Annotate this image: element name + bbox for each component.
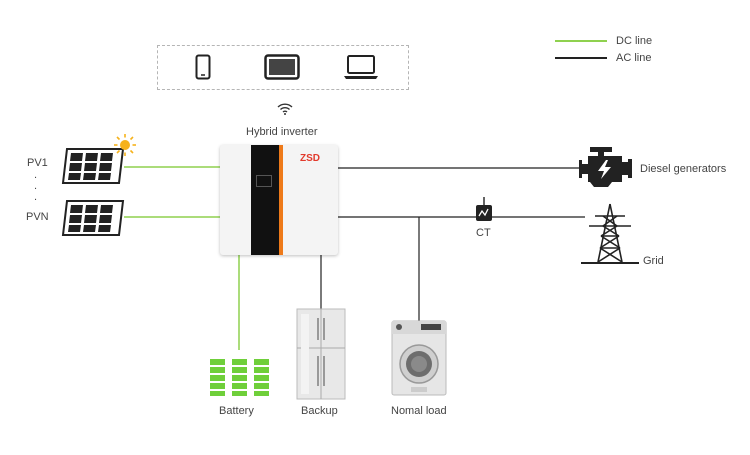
ct-label: CT (476, 227, 491, 239)
grid-label: Grid (643, 255, 664, 267)
battery-label: Battery (219, 405, 254, 417)
pv1-label: PV1 (27, 157, 48, 169)
pv-ellipsis: . . . (34, 169, 38, 203)
solar-panel-pv1-icon (61, 148, 125, 184)
backup-label: Backup (301, 405, 338, 417)
inverter-front-panel (251, 145, 279, 255)
diesel-engine-icon (579, 147, 632, 187)
wifi-icon (277, 103, 293, 115)
ac-line-legend-label: AC line (616, 52, 652, 64)
battery-icon (210, 359, 269, 396)
hybrid-inverter: ZSD (220, 145, 338, 255)
inverter-logo: ZSD (300, 153, 320, 164)
pvn-label: PVN (26, 211, 49, 223)
refrigerator-icon (296, 308, 346, 400)
dc-line-legend-label: DC line (616, 35, 653, 47)
washing-machine-icon (391, 320, 447, 396)
grid-tower-icon (581, 203, 639, 264)
hybrid-inverter-label: Hybrid inverter (246, 126, 318, 138)
phone-icon (195, 54, 211, 80)
monitoring-devices-box (157, 45, 409, 90)
sun-icon (114, 134, 136, 156)
inverter-orange-stripe (279, 145, 283, 255)
dc-line-legend-swatch (555, 40, 607, 42)
ac-line-legend-swatch (555, 57, 607, 59)
normal-load-label: Nomal load (391, 405, 447, 417)
inverter-display (256, 175, 272, 187)
solar-panel-pvn-icon (61, 200, 125, 236)
ct-sensor-icon (476, 197, 492, 221)
diesel-generators-label: Diesel generators (640, 163, 727, 175)
laptop-icon (344, 55, 378, 79)
tablet-icon (264, 54, 300, 80)
